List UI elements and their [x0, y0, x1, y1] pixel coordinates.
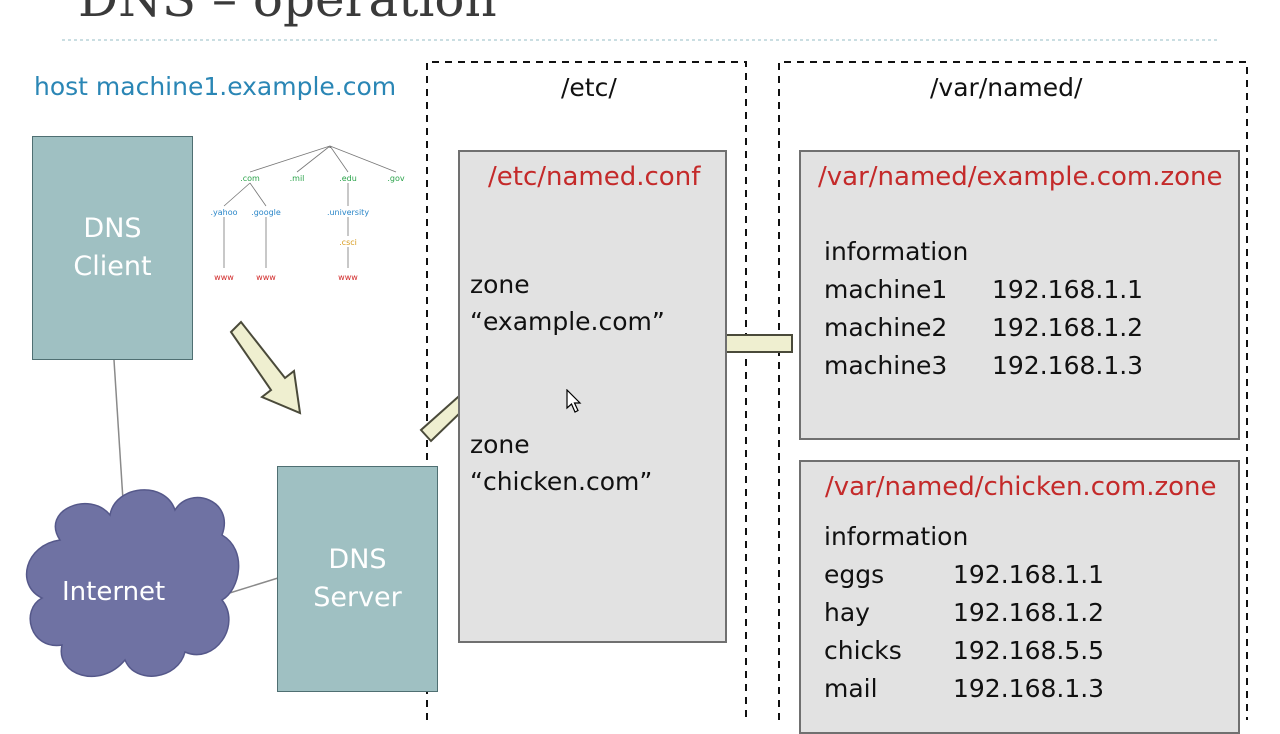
dns-server-label-line2: Server — [313, 582, 402, 613]
tree-node-yahoo: .yahoo — [210, 208, 237, 217]
tree-leaf-www-yahoo: www — [214, 273, 234, 282]
client-internet-link — [113, 359, 125, 517]
var-named-directory-frame — [778, 61, 1248, 720]
example-record-ip: 192.168.1.2 — [992, 313, 1144, 342]
chicken-record-name: hay — [824, 598, 870, 627]
dns-server-box: DNS Server — [277, 466, 438, 692]
example-zone-title: /var/named/example.com.zone — [818, 162, 1223, 192]
mouse-cursor-icon — [566, 389, 582, 413]
slide-title: DNS – operation — [78, 0, 497, 24]
tree-leaf-www-google: www — [256, 273, 276, 282]
chicken-record-ip: 192.168.1.1 — [953, 560, 1105, 589]
example-record-ip: 192.168.1.1 — [992, 275, 1144, 304]
named-conf-file-box — [458, 150, 727, 643]
internet-label: Internet — [62, 577, 166, 607]
named-conf-title: /etc/named.conf — [488, 162, 701, 192]
example-record-name: machine2 — [824, 313, 948, 342]
chicken-record-ip: 192.168.1.2 — [953, 598, 1105, 627]
internet-cloud — [25, 489, 240, 678]
host-command: host machine1.example.com — [34, 72, 397, 101]
dns-client-box: DNS Client — [32, 136, 193, 360]
tree-tld-mil: .mil — [290, 174, 305, 183]
tree-leaf-www-csci: www — [338, 273, 358, 282]
tree-node-university: .university — [327, 208, 369, 217]
dns-client-label-line2: Client — [73, 251, 152, 282]
etc-directory-frame — [426, 61, 747, 720]
tree-tld-gov: .gov — [387, 174, 405, 183]
var-named-directory-label: /var/named/ — [930, 73, 1083, 102]
tree-node-csci: .csci — [339, 238, 357, 247]
tree-tld-edu: .edu — [339, 174, 357, 183]
zone1-name: “example.com” — [470, 307, 665, 336]
example-record-ip: 192.168.1.3 — [992, 351, 1144, 380]
zone1-keyword: zone — [470, 270, 530, 299]
example-zone-heading: information — [824, 237, 969, 266]
tree-tld-com: .com — [240, 174, 260, 183]
query-arrow-client-to-server — [229, 320, 302, 415]
zone2-name: “chicken.com” — [470, 467, 653, 496]
zone2-keyword: zone — [470, 430, 530, 459]
tree-root: . — [329, 141, 332, 150]
example-record-name: machine1 — [824, 275, 948, 304]
example-record-name: machine3 — [824, 351, 948, 380]
chicken-record-name: chicks — [824, 636, 902, 665]
dns-server-label-line1: DNS — [328, 544, 387, 575]
domain-tree-diagram: . .com .mil .edu .gov .yahoo .google .un… — [210, 141, 405, 282]
example-zone-file-box — [799, 150, 1240, 440]
chicken-zone-title: /var/named/chicken.com.zone — [825, 472, 1217, 502]
etc-directory-label: /etc/ — [561, 73, 617, 102]
chicken-zone-heading: information — [824, 522, 969, 551]
dns-client-label-line1: DNS — [83, 213, 142, 244]
chicken-record-ip: 192.168.5.5 — [953, 636, 1105, 665]
tree-node-google: .google — [251, 208, 281, 217]
chicken-record-name: eggs — [824, 560, 885, 589]
chicken-record-ip: 192.168.1.3 — [953, 674, 1105, 703]
chicken-record-name: mail — [824, 674, 878, 703]
